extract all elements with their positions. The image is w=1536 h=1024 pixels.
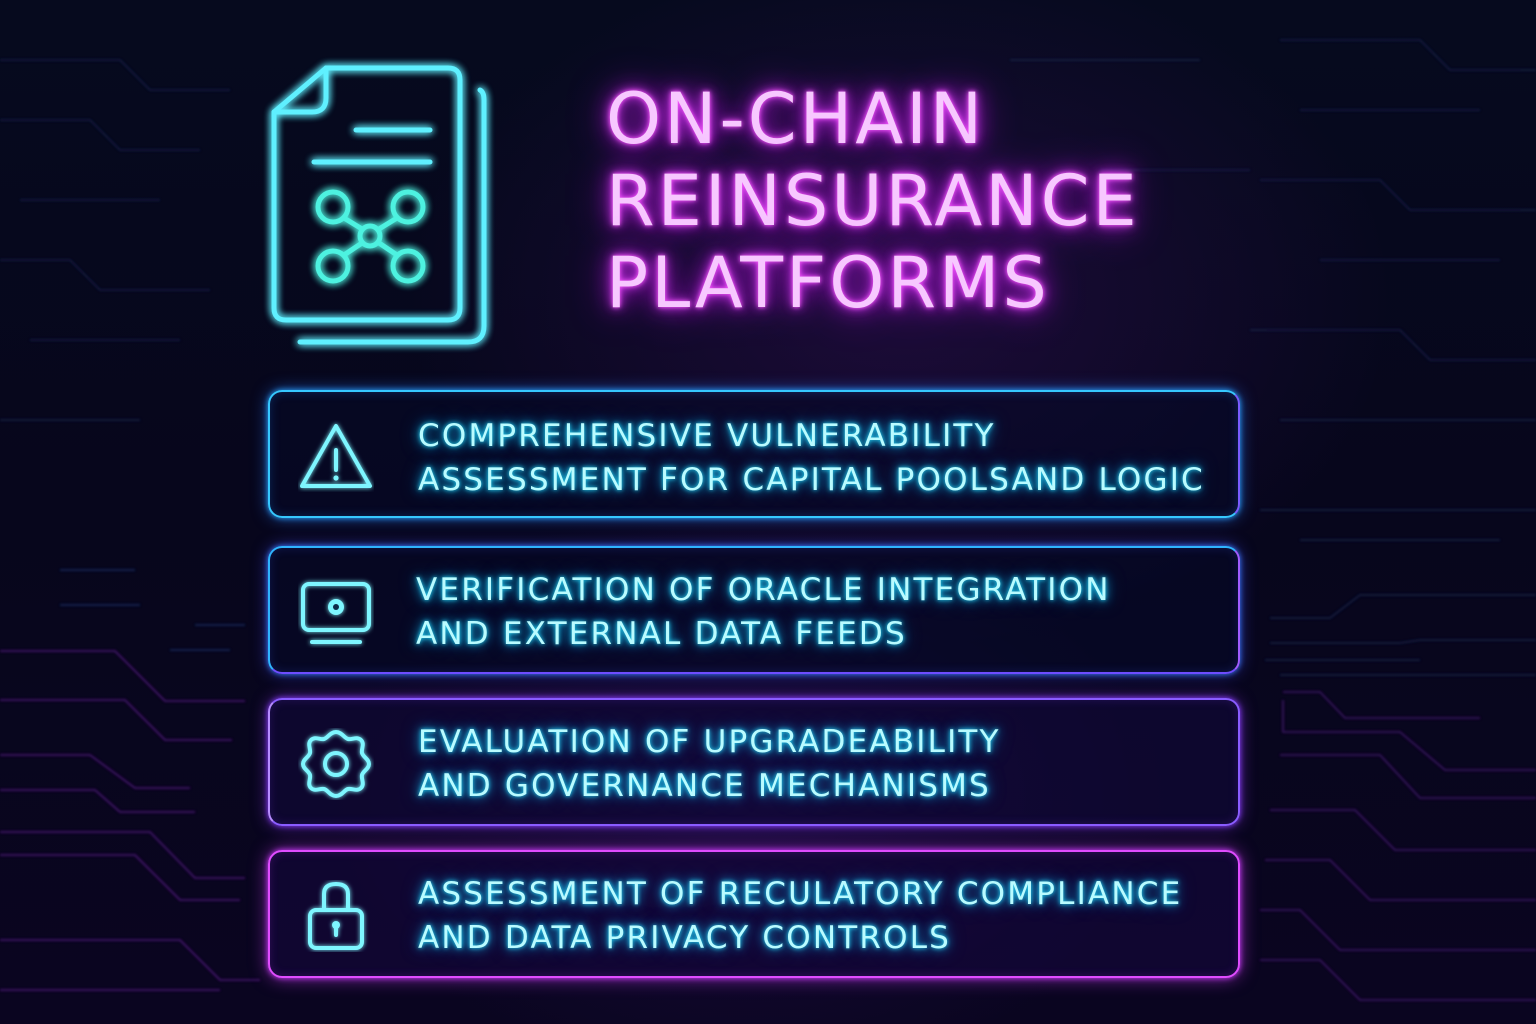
lock-icon bbox=[308, 882, 364, 950]
feature-card-vulnerability-assessment: COMPREHENSIVE VULNERABILITY ASSESSMENT F… bbox=[268, 390, 1240, 518]
feature-card-oracle-verification: VERIFICATION OF ORACLE INTEGRATION AND E… bbox=[268, 546, 1240, 674]
page-title: ON-CHAIN REINSURANCE PLATFORMS bbox=[606, 78, 1140, 324]
card-description: COMPREHENSIVE VULNERABILITY ASSESSMENT F… bbox=[418, 414, 1205, 502]
title-line-1: ON-CHAIN bbox=[606, 78, 986, 160]
card-line-1: VERIFICATION OF ORACLE INTEGRATION bbox=[416, 572, 1111, 608]
monitor-icon bbox=[301, 582, 371, 644]
title-line-3: PLATFORMS bbox=[606, 242, 1050, 324]
feature-card-regulatory-compliance: ASSESSMENT OF RECULATORY COMPLIANCE AND … bbox=[268, 850, 1240, 978]
title-line-2: REINSURANCE bbox=[606, 160, 1140, 242]
feature-card-upgradeability-governance: EVALUATION OF UPGRADEABILITY AND GOVERNA… bbox=[268, 698, 1240, 826]
warning-icon bbox=[300, 424, 372, 488]
card-line-1: COMPREHENSIVE VULNERABILITY bbox=[418, 418, 996, 454]
card-description: EVALUATION OF UPGRADEABILITY AND GOVERNA… bbox=[418, 720, 1001, 808]
card-description: ASSESSMENT OF RECULATORY COMPLIANCE AND … bbox=[418, 872, 1182, 960]
card-line-1: EVALUATION OF UPGRADEABILITY bbox=[418, 724, 1001, 760]
card-description: VERIFICATION OF ORACLE INTEGRATION AND E… bbox=[416, 568, 1111, 656]
card-line-2: AND EXTERNAL DATA FEEDS bbox=[416, 616, 907, 652]
card-line-2: AND DATA PRIVACY CONTROLS bbox=[418, 920, 952, 956]
gear-icon bbox=[301, 730, 371, 798]
card-line-1: ASSESSMENT OF RECULATORY COMPLIANCE bbox=[418, 876, 1183, 912]
card-line-2: ASSESSMENT FOR CAPITAL POOLSAND LOGIC bbox=[418, 462, 1205, 498]
card-line-2: AND GOVERNANCE MECHANISMS bbox=[418, 768, 991, 804]
document-network-icon bbox=[271, 65, 487, 345]
